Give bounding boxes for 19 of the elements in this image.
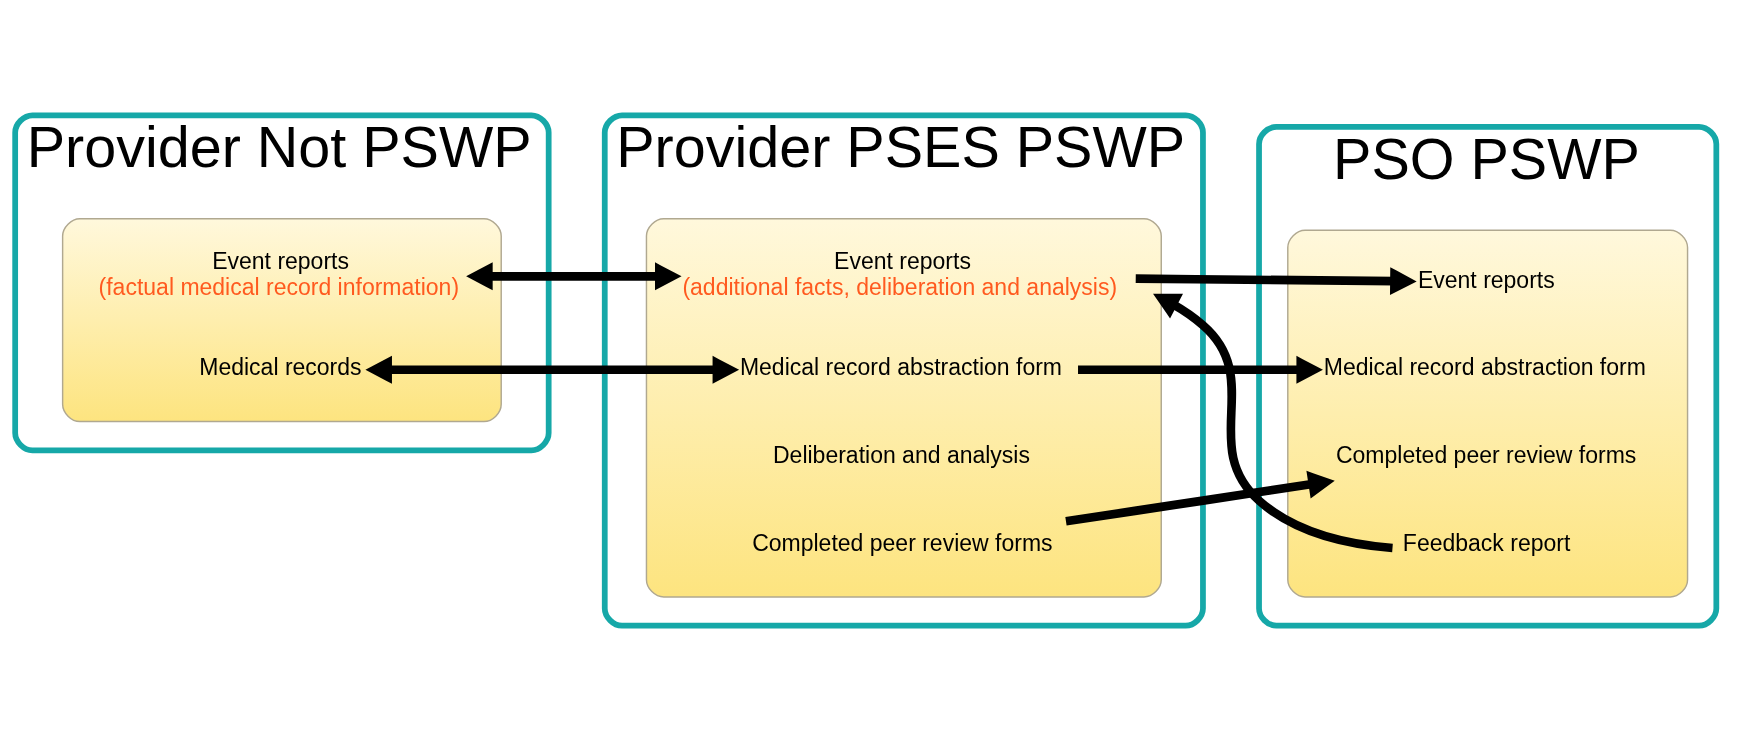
- node-text: Medical records: [199, 354, 362, 381]
- arrow: [1065, 470, 1335, 526]
- node-text: Completed peer review forms: [1335, 441, 1637, 468]
- arrow: [1135, 267, 1417, 296]
- node-text: Event reports: [1417, 266, 1555, 293]
- node-text: Medical record abstraction form: [739, 354, 1063, 381]
- cluster: [1287, 229, 1689, 598]
- arrow: [466, 262, 682, 291]
- node-text: Feedback report: [1402, 529, 1571, 556]
- node-text: Completed peer review forms: [752, 529, 1053, 556]
- node-text: Medical record abstraction form: [1323, 354, 1646, 381]
- node-text: Event reports (additional facts, deliberation and analysis): [682, 247, 1118, 300]
- arrow: [365, 355, 740, 384]
- cluster: [61, 218, 502, 423]
- arrow: [1153, 293, 1393, 553]
- cluster: [645, 218, 1162, 598]
- node-text: Deliberation and analysis: [773, 441, 1030, 468]
- arrow: [1078, 355, 1323, 384]
- node-text: Event reports (factual medical record information): [98, 247, 460, 300]
